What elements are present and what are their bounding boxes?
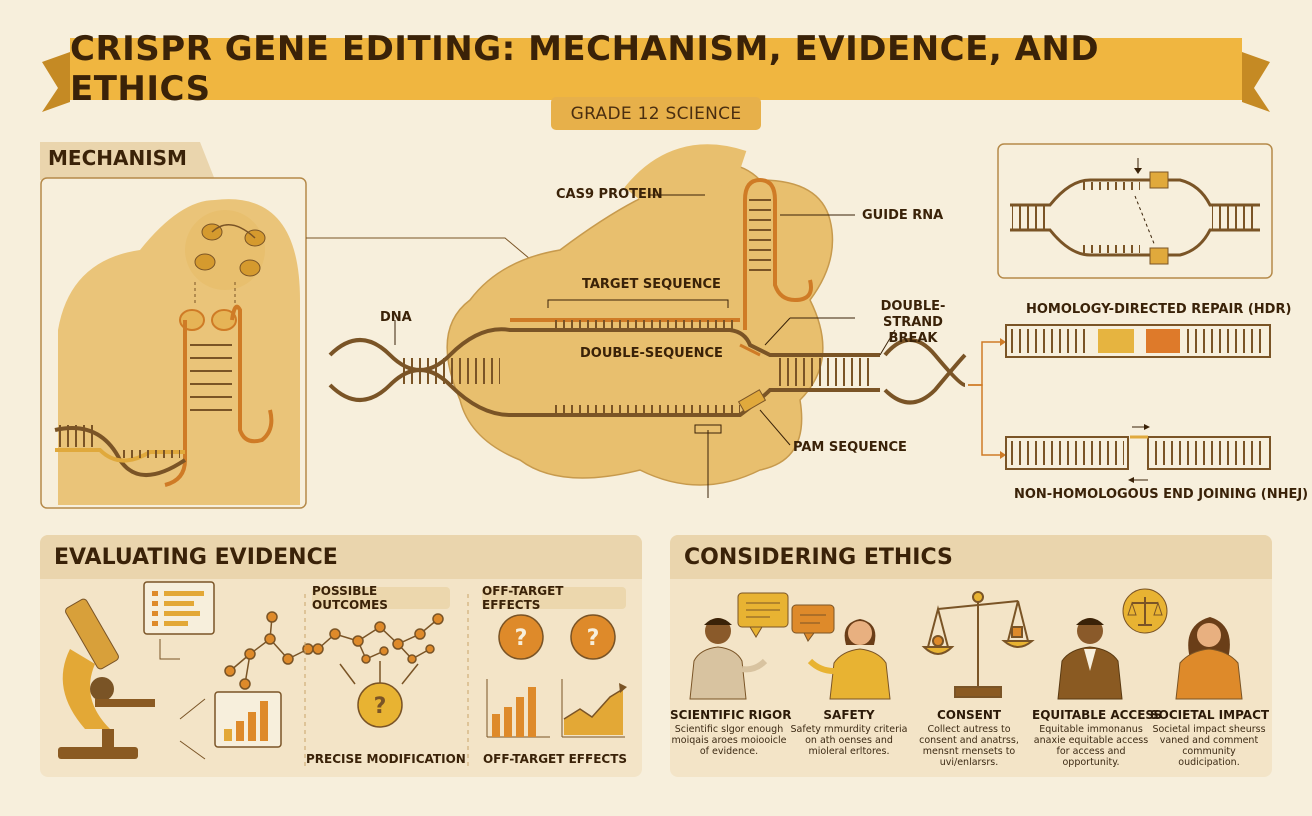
mechanism-tab-shape [40, 142, 215, 180]
ethics-item-title: EQUITABLE ACCESS [1032, 708, 1163, 722]
ethics-item-title: CONSENT [936, 708, 1002, 722]
trend-area-icon [561, 679, 627, 738]
ethics-item-title: SAFETY [823, 708, 875, 722]
pam-sequence-label: PAM SEQUENCE [793, 440, 907, 455]
hdr-template-inset [997, 143, 1273, 279]
ethics-item-desc: Scientific slgor enough moiqais aroes mo… [671, 724, 787, 757]
question-mark-icon [357, 682, 403, 728]
ethics-section-title: CONSIDERING ETHICS [684, 545, 953, 570]
considering-ethics-panel: CONSIDERING ETHICS [670, 535, 1272, 777]
off-target-effects-caption: OFF-TARGET EFFECTS [482, 752, 628, 766]
title-banner: CRISPR GENE EDITING: MECHANISM, EVIDENCE… [0, 0, 1312, 140]
question-mark-icon [570, 614, 616, 660]
molecule-network-icon [224, 611, 314, 690]
ethics-item-desc: Societal impact sheurss vaned and commen… [1152, 724, 1266, 768]
outcomes-network-icon [312, 613, 444, 685]
hdr-label: HOMOLOGY-DIRECTED REPAIR (HDR) [1026, 302, 1292, 317]
off-target-bars-icon [486, 679, 550, 738]
guide-rna-label: GUIDE RNA [862, 208, 944, 223]
ethics-item-title: SOCIETAL IMPACT [1150, 708, 1270, 722]
data-sheet-icon [143, 581, 215, 635]
nhej-dna-bars [1005, 424, 1271, 483]
speech-bubble-icon [791, 604, 835, 642]
svg-text:?: ? [515, 626, 528, 651]
evidence-section-title: EVALUATING EVIDENCE [54, 545, 338, 570]
ethics-item-title: SCIENTIFIC RIGOR [670, 708, 792, 722]
societal-impact-person-icon [1175, 617, 1243, 700]
mechanism-section-label: MECHANISM [48, 146, 187, 170]
guide-rna-shape [742, 177, 813, 330]
svg-text:?: ? [587, 626, 600, 651]
ethics-panel-header [670, 535, 1272, 579]
cas9-protein-label: CAS9 PROTEIN [556, 187, 663, 202]
off-target-effects-pill: OFF-TARGET EFFECTS [482, 584, 626, 612]
evaluating-evidence-panel: EVALUATING EVIDENCE [40, 535, 642, 777]
bar-chart-icon [214, 691, 282, 748]
speech-bubble-icon [737, 592, 789, 638]
question-mark-icon [498, 614, 544, 660]
possible-outcomes-pill: POSSIBLE OUTCOMES [312, 584, 450, 612]
svg-text:?: ? [374, 694, 387, 719]
subtitle-badge: GRADE 12 SCIENCE [551, 97, 761, 130]
dna-label: DNA [380, 310, 412, 325]
double-strand-break-label: DOUBLE-STRAND BREAK [880, 299, 946, 346]
equitable-access-person-icon [1057, 618, 1123, 700]
mechanism-diagram [40, 143, 1273, 509]
banner-ribbon-graphic [42, 38, 1270, 112]
zoom-inset-left [40, 177, 307, 509]
ethics-illustration [689, 588, 1243, 700]
nhej-label: NON-HOMOLOGOUS END JOINING (NHEJ) [1014, 487, 1309, 502]
double-sequence-label: DOUBLE-SEQUENCE [580, 346, 723, 361]
ethics-item-desc: Safety rnmurdity criteria on ath oenses … [790, 724, 908, 757]
balance-scale-icon [921, 591, 1035, 698]
precise-modification-label: PRECISE MODIFICATION [306, 752, 466, 766]
justice-scale-badge-icon [1122, 588, 1168, 634]
evidence-illustration: ? ? ? [58, 581, 627, 769]
safety-person-icon [807, 619, 891, 700]
target-sequence-label: TARGET SEQUENCE [582, 277, 721, 292]
microscope-icon [58, 598, 155, 759]
scientist-person-icon [689, 618, 768, 700]
hdr-dna-bar [1005, 324, 1271, 358]
evidence-panel-header [40, 535, 642, 579]
ethics-item-desc: Collect autress to consent and anatrss, … [919, 724, 1019, 768]
ethics-item-desc: Equitable immonanus anaxie equitable acc… [1033, 724, 1149, 768]
